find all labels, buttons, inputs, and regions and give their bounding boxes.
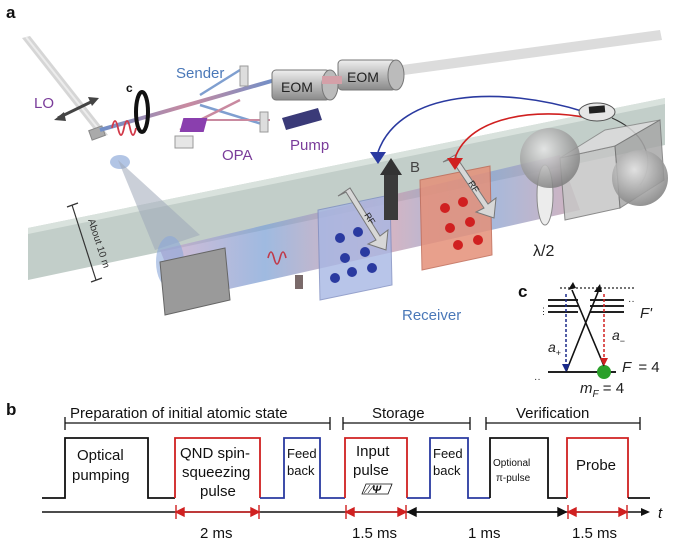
- pulse-input-1: Input: [356, 443, 390, 460]
- feedback-line-red: [454, 113, 589, 159]
- feedback-arrow-blue: [370, 152, 386, 164]
- eom-2: EOM: [337, 59, 405, 91]
- sender-mirror-2: [259, 111, 269, 133]
- level-diagram: ⋮ ·· ··: [534, 282, 636, 385]
- svg-text:EOM: EOM: [347, 69, 379, 85]
- detector-sphere-1: [520, 128, 580, 188]
- pulse-optional-1: Optional: [493, 458, 530, 469]
- svg-text:⋮: ⋮: [539, 306, 548, 316]
- pulse-feedback-2a: Feed: [433, 446, 463, 461]
- time-axis-label: t: [658, 505, 663, 522]
- sender-beam-main: [99, 78, 276, 132]
- sender-label: Sender: [176, 65, 224, 82]
- b-field-label: B: [410, 159, 420, 176]
- opa-label: OPA: [222, 147, 253, 164]
- a-minus-label: a−: [612, 327, 625, 346]
- c-disk-label: c: [126, 81, 133, 95]
- bracket-preparation: [64, 417, 331, 430]
- fiber-to-eom: [380, 30, 662, 78]
- svg-text:··: ··: [534, 374, 541, 385]
- feedback-line-blue: [377, 95, 586, 153]
- mf-label: mF = 4: [580, 380, 624, 400]
- duration-2ms-label: 2 ms: [200, 525, 233, 542]
- group-verification: Verification: [516, 405, 589, 422]
- opa-crystal: [179, 118, 208, 132]
- pulse-feedback-1a: Feed: [287, 446, 317, 461]
- group-storage: Storage: [372, 405, 425, 422]
- duration-1-5ms-b: [566, 505, 629, 519]
- pulse-optional-2: π-pulse: [496, 473, 531, 484]
- atomic-cell-blue: [317, 194, 393, 301]
- receiver-label: Receiver: [402, 307, 461, 324]
- ground-state-atom: [597, 365, 611, 379]
- bracket-verification: [485, 417, 641, 430]
- bracket-storage: [342, 417, 471, 430]
- detector: [578, 102, 616, 122]
- pump-label: Pump: [290, 137, 329, 154]
- duration-2ms: [174, 505, 261, 519]
- lo-label: LO: [34, 95, 54, 112]
- pulse-optical-pumping-1: Optical: [77, 447, 124, 464]
- receiver-mirror: [159, 247, 231, 316]
- panel-c-label: c: [518, 282, 527, 301]
- panel-a-label: a: [6, 3, 16, 22]
- pulse-feedback-2b: back: [433, 463, 461, 478]
- pulse-qnd-2: squeezing: [182, 464, 250, 481]
- c-disk: [134, 90, 150, 134]
- svg-text:Ψ: Ψ: [372, 484, 382, 496]
- f4-label: F = 4: [622, 359, 660, 376]
- lo-arrow: [54, 97, 99, 121]
- receiver-cone: [118, 160, 200, 250]
- detector-sphere-2: [612, 150, 668, 206]
- duration-1-5ms-a-label: 1.5 ms: [352, 525, 397, 542]
- b-field-arrow: [380, 158, 402, 220]
- pulse-optical-pumping-2: pumping: [72, 467, 130, 484]
- svg-text:EOM: EOM: [281, 79, 313, 95]
- sender-photon: [111, 120, 137, 136]
- pulse-input-2: pulse: [353, 462, 389, 479]
- duration-1ms: [406, 506, 568, 518]
- fiber-band-shade: [28, 98, 665, 234]
- panel-b-label: b: [6, 400, 16, 419]
- svg-text:··: ··: [628, 296, 635, 307]
- duration-1-5ms-b-label: 1.5 ms: [572, 525, 617, 542]
- f-prime-label: F': [640, 305, 653, 322]
- feedback-arrow-red: [447, 158, 463, 170]
- sender-mirror-3: [174, 135, 194, 149]
- pulse-probe: Probe: [576, 457, 616, 474]
- psi-symbol: Ψ: [361, 483, 393, 496]
- duration-1-5ms-a: [344, 505, 408, 519]
- pulse-sequence: [42, 437, 650, 499]
- pump-laser: [282, 108, 322, 130]
- duration-1ms-label: 1 ms: [468, 525, 501, 542]
- pulse-qnd-1: QND spin-: [180, 445, 250, 462]
- a-plus-label: a+: [548, 339, 561, 358]
- atomic-cell-red: [419, 165, 493, 271]
- group-preparation: Preparation of initial atomic state: [70, 405, 288, 422]
- pulse-feedback-1b: back: [287, 463, 315, 478]
- receiver-photon: [267, 251, 287, 265]
- half-wave-label: λ/2: [533, 243, 554, 260]
- pulse-qnd-3: pulse: [200, 483, 236, 500]
- eom-1: EOM: [271, 69, 339, 101]
- sender-mirror-1: [239, 65, 249, 87]
- rf-arrow-1: RF: [337, 187, 389, 251]
